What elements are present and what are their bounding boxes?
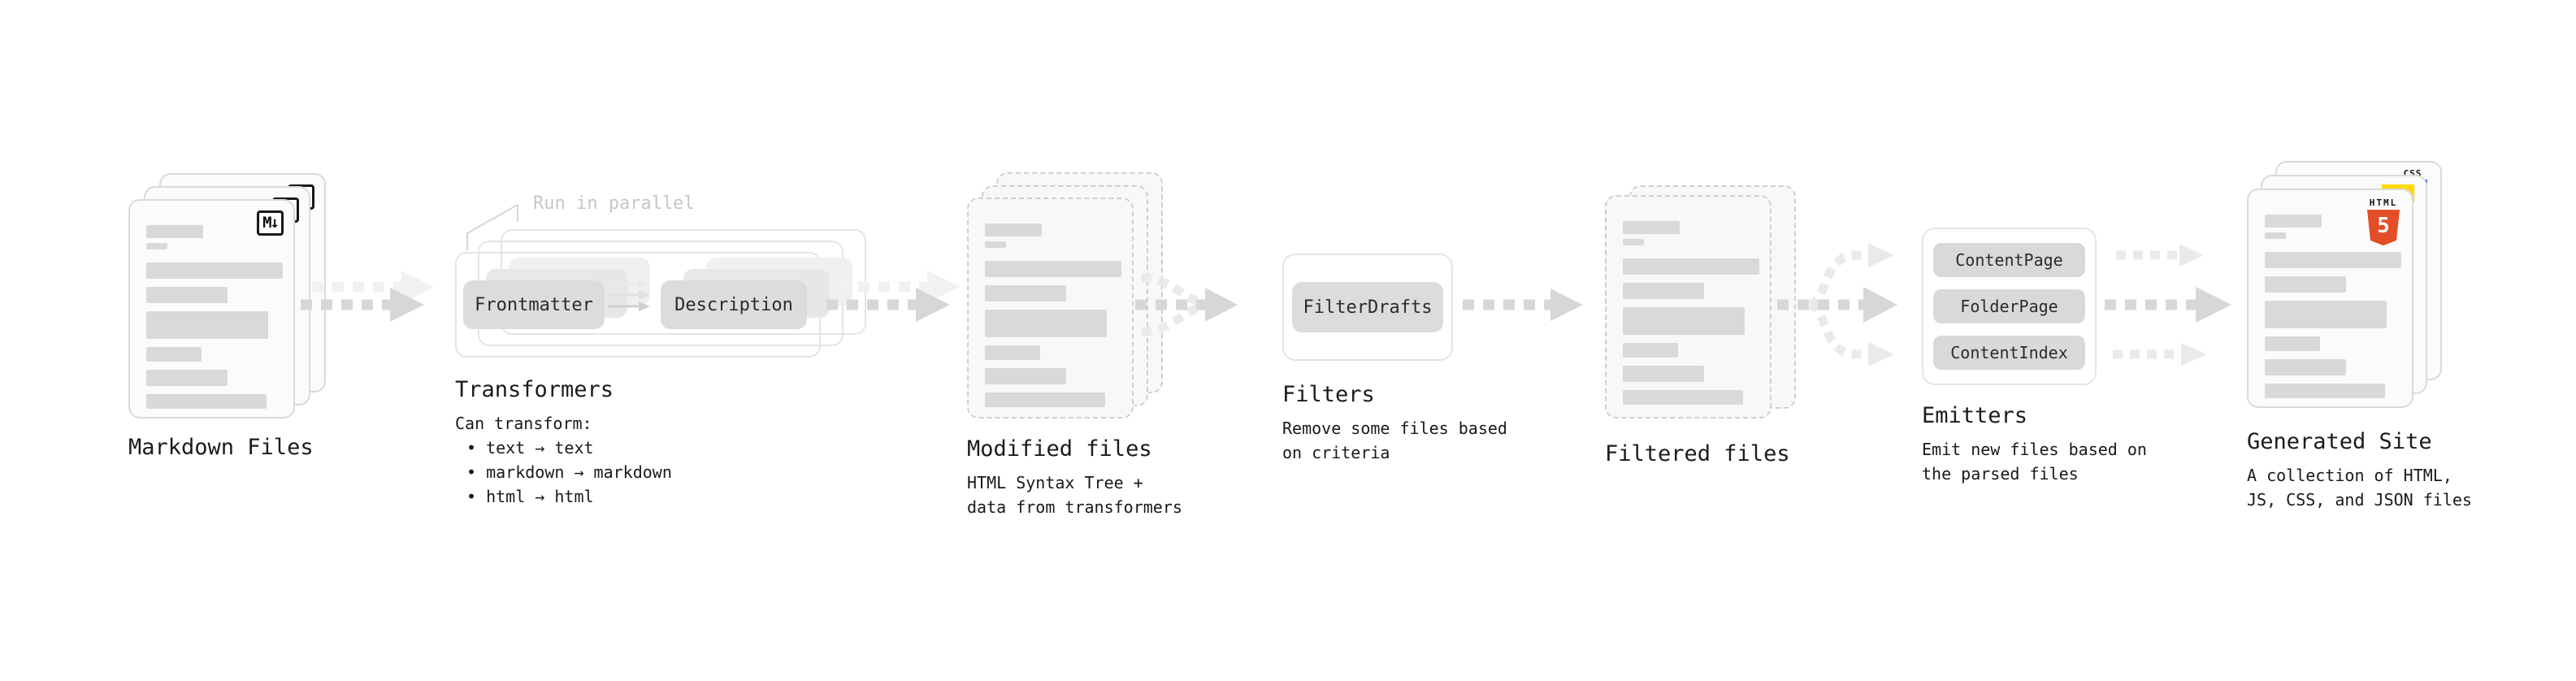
description-line: on criteria	[1282, 443, 1390, 463]
filterdrafts-pill: FilterDrafts	[1292, 282, 1443, 332]
arrow-markdown-to-transformers	[301, 271, 434, 322]
placeholder-bar	[146, 370, 228, 386]
placeholder-bar	[1623, 343, 1678, 358]
placeholder-bar	[985, 261, 1121, 277]
filtered-file-stack	[1605, 185, 1800, 419]
run-in-parallel-label: Run in parallel	[533, 193, 695, 214]
placeholder-bar	[2265, 301, 2387, 328]
contentpage-pill: ContentPage	[1933, 243, 2085, 277]
pill-connector-arrows	[608, 279, 650, 311]
document-placeholder-lines	[130, 201, 293, 409]
markdown-files-title: Markdown Files	[128, 435, 314, 460]
placeholder-bar	[2265, 252, 2401, 268]
description-pill: Description	[661, 280, 807, 329]
markdown-file-stack: M↓ M↓ M↓	[128, 173, 327, 419]
placeholder-bar	[146, 225, 203, 238]
html-file-card: HTML 5	[2247, 189, 2413, 408]
emitters-description: Emit new files based on the parsed files	[1922, 437, 2214, 486]
placeholder-bar	[1623, 283, 1704, 299]
arrow-transformers-to-modified	[826, 271, 960, 322]
description-line: Emit new files based on	[1922, 440, 2147, 460]
transformers-stack: Run in parallel Frontmatter Description	[455, 163, 870, 358]
node-filters: FilterDrafts Filters Remove some files b…	[1282, 254, 1559, 465]
placeholder-bar	[985, 393, 1105, 407]
placeholder-bar	[2265, 336, 2320, 351]
placeholder-bar	[2265, 232, 2286, 239]
transform-bullet-list: • text → text • markdown → markdown • ht…	[455, 436, 878, 509]
can-transform-label: Can transform:	[455, 414, 592, 434]
bullet-item: • text → text	[466, 438, 594, 458]
transformers-title: Transformers	[455, 377, 614, 402]
arrow-modified-to-filters	[1135, 273, 1238, 336]
html5-icon-label: HTML	[2369, 197, 2398, 208]
description-line: JS, CSS, and JSON files	[2247, 490, 2472, 510]
markdown-icon: M↓	[257, 210, 284, 236]
node-transformers: Run in parallel Frontmatter Description …	[455, 163, 878, 509]
frontmatter-pill: Frontmatter	[463, 280, 605, 329]
modified-file-card-front	[967, 197, 1134, 419]
node-generated-site: CSS HTML 5 Generated Site A collection o…	[2247, 161, 2507, 512]
placeholder-bar	[985, 368, 1066, 384]
node-markdown-files: M↓ M↓ M↓ Markdown Files	[128, 173, 356, 461]
description-line: Remove some files based	[1282, 419, 1507, 439]
filtered-files-title: Filtered files	[1605, 441, 1790, 466]
arrow-emitters-to-generated	[2105, 244, 2231, 366]
filtered-file-card-front	[1605, 195, 1772, 419]
contentindex-pill: ContentIndex	[1933, 336, 2085, 370]
html5-icon-number: 5	[2377, 214, 2390, 239]
placeholder-bar	[146, 394, 267, 409]
placeholder-bar	[1623, 307, 1745, 335]
placeholder-bar	[985, 241, 1006, 248]
generated-site-stack: CSS HTML 5	[2247, 161, 2446, 408]
placeholder-bar	[985, 285, 1066, 301]
folderpage-pill: FolderPage	[1933, 289, 2085, 323]
placeholder-bar	[1623, 258, 1759, 275]
generated-site-title: Generated Site	[2247, 429, 2432, 454]
emitters-title: Emitters	[1922, 403, 2028, 428]
filters-description: Remove some files based on criteria	[1282, 416, 1559, 465]
filters-title: Filters	[1282, 382, 1375, 407]
placeholder-bar	[146, 347, 202, 362]
html5-icon: HTML 5	[2365, 197, 2402, 246]
arrow-filtered-to-emitters	[1777, 243, 1897, 367]
placeholder-bar	[146, 287, 228, 303]
generated-site-description: A collection of HTML, JS, CSS, and JSON …	[2247, 463, 2507, 512]
placeholder-bar	[2265, 276, 2346, 293]
bullet-item: • html → html	[466, 487, 594, 507]
placeholder-bar	[1623, 221, 1680, 234]
placeholder-bar	[2265, 215, 2322, 228]
placeholder-bar	[146, 243, 167, 249]
node-modified-files: Modified files HTML Syntax Tree + data f…	[967, 172, 1211, 519]
placeholder-bar	[2265, 384, 2385, 398]
description-line: the parsed files	[1922, 464, 2079, 484]
bullet-item: • markdown → markdown	[466, 462, 672, 483]
modified-files-title: Modified files	[967, 436, 1152, 462]
placeholder-bar	[985, 345, 1040, 360]
placeholder-bar	[2265, 359, 2346, 375]
emitters-box-graphic: ContentPage FolderPage ContentIndex	[1922, 228, 2097, 385]
placeholder-bar	[1623, 366, 1704, 382]
description-line: A collection of HTML,	[2247, 466, 2452, 486]
modified-file-stack	[967, 172, 1166, 419]
transformers-description: Can transform: • text → text • markdown …	[455, 411, 878, 509]
placeholder-bar	[1623, 390, 1743, 405]
placeholder-bar	[1623, 239, 1644, 245]
node-filtered-files: Filtered files	[1605, 185, 1849, 467]
description-line: HTML Syntax Tree +	[967, 473, 1143, 493]
placeholder-bar	[146, 311, 268, 339]
html5-icon-shield: 5	[2367, 210, 2400, 246]
document-placeholder-lines	[2249, 190, 2412, 398]
filters-box-graphic: FilterDrafts	[1282, 254, 1453, 361]
annotation-connector-line	[466, 204, 518, 250]
placeholder-bar	[985, 223, 1042, 236]
document-placeholder-lines	[1607, 197, 1770, 405]
placeholder-bar	[146, 262, 283, 279]
markdown-file-card-front: M↓	[128, 199, 295, 419]
placeholder-bar	[985, 310, 1107, 337]
description-line: data from transformers	[967, 497, 1182, 518]
document-placeholder-lines	[969, 199, 1132, 407]
modified-files-description: HTML Syntax Tree + data from transformer…	[967, 471, 1211, 519]
node-emitters: ContentPage FolderPage ContentIndex Emit…	[1922, 228, 2214, 486]
arrow-filters-to-filtered	[1463, 288, 1583, 321]
